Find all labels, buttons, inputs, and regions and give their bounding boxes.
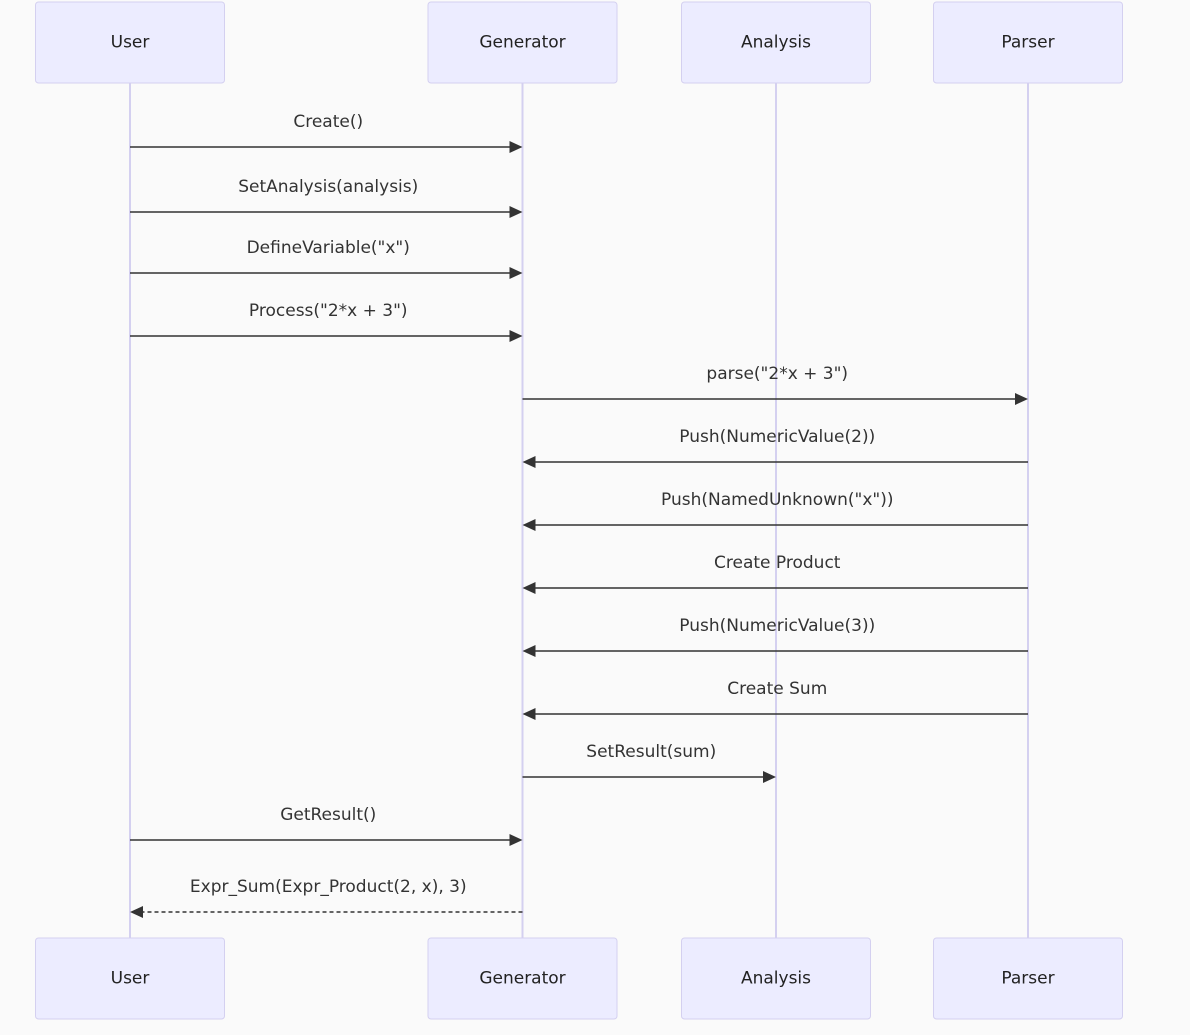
message-label: parse("2*x + 3") bbox=[706, 364, 848, 384]
actor-user-top[interactable]: User bbox=[35, 1, 225, 84]
message-label: DefineVariable("x") bbox=[247, 238, 410, 258]
message-1: Create() bbox=[130, 112, 523, 153]
actor-label: Generator bbox=[479, 969, 565, 989]
actor-box bbox=[681, 1, 871, 84]
message-11: SetResult(sum) bbox=[522, 742, 776, 783]
message-label: SetResult(sum) bbox=[586, 742, 716, 762]
message-label: SetAnalysis(analysis) bbox=[238, 177, 418, 197]
actor-label: User bbox=[111, 33, 150, 53]
arrowhead-icon bbox=[509, 267, 523, 279]
actor-label: Parser bbox=[1001, 969, 1054, 989]
arrowhead-icon bbox=[130, 906, 143, 918]
message-label: GetResult() bbox=[280, 805, 376, 825]
actor-parser-top[interactable]: Parser bbox=[933, 1, 1123, 84]
message-12: GetResult() bbox=[130, 805, 523, 846]
actor-box bbox=[427, 1, 618, 84]
actor-label: Parser bbox=[1001, 33, 1054, 53]
arrowhead-icon bbox=[509, 330, 523, 342]
arrowhead-icon bbox=[522, 456, 536, 468]
actor-box bbox=[35, 937, 225, 1020]
message-2: SetAnalysis(analysis) bbox=[130, 177, 523, 218]
message-5: parse("2*x + 3") bbox=[522, 364, 1028, 405]
message-label: Create Sum bbox=[727, 679, 827, 699]
actor-analysis-top[interactable]: Analysis bbox=[681, 1, 871, 84]
actor-generator-top[interactable]: Generator bbox=[427, 1, 618, 84]
message-4: Process("2*x + 3") bbox=[130, 301, 523, 342]
actor-box bbox=[35, 1, 225, 84]
message-6: Push(NumericValue(2)) bbox=[522, 427, 1028, 468]
message-9: Push(NumericValue(3)) bbox=[522, 616, 1028, 657]
arrowhead-icon bbox=[522, 645, 536, 657]
actor-user-bottom[interactable]: User bbox=[35, 937, 225, 1020]
message-label: Create Product bbox=[714, 553, 841, 573]
actor-label: User bbox=[111, 969, 150, 989]
message-label: Process("2*x + 3") bbox=[249, 301, 408, 321]
message-3: DefineVariable("x") bbox=[130, 238, 523, 279]
message-7: Push(NamedUnknown("x")) bbox=[522, 490, 1028, 531]
actor-label: Analysis bbox=[741, 969, 811, 989]
message-label: Push(NumericValue(2)) bbox=[679, 427, 875, 447]
actor-box bbox=[933, 1, 1123, 84]
message-label: Create() bbox=[293, 112, 363, 132]
arrowhead-icon bbox=[509, 834, 523, 846]
message-10: Create Sum bbox=[522, 679, 1028, 720]
actor-parser-bottom[interactable]: Parser bbox=[933, 937, 1123, 1020]
actor-analysis-bottom[interactable]: Analysis bbox=[681, 937, 871, 1020]
arrowhead-icon bbox=[522, 708, 536, 720]
arrowhead-icon bbox=[522, 582, 536, 594]
message-8: Create Product bbox=[522, 553, 1028, 594]
arrowhead-icon bbox=[763, 771, 776, 783]
actor-label: Analysis bbox=[741, 33, 811, 53]
arrowhead-icon bbox=[522, 519, 536, 531]
actor-box bbox=[681, 937, 871, 1020]
message-label: Expr_Sum(Expr_Product(2, x), 3) bbox=[190, 877, 467, 897]
actor-box bbox=[427, 937, 618, 1020]
actor-label: Generator bbox=[479, 33, 565, 53]
arrowhead-icon bbox=[509, 141, 523, 153]
actor-generator-bottom[interactable]: Generator bbox=[427, 937, 618, 1020]
actor-box bbox=[933, 937, 1123, 1020]
arrowhead-icon bbox=[509, 206, 523, 218]
message-label: Push(NamedUnknown("x")) bbox=[661, 490, 893, 510]
message-label: Push(NumericValue(3)) bbox=[679, 616, 875, 636]
message-13: Expr_Sum(Expr_Product(2, x), 3) bbox=[130, 877, 523, 918]
arrowhead-icon bbox=[1015, 393, 1028, 405]
